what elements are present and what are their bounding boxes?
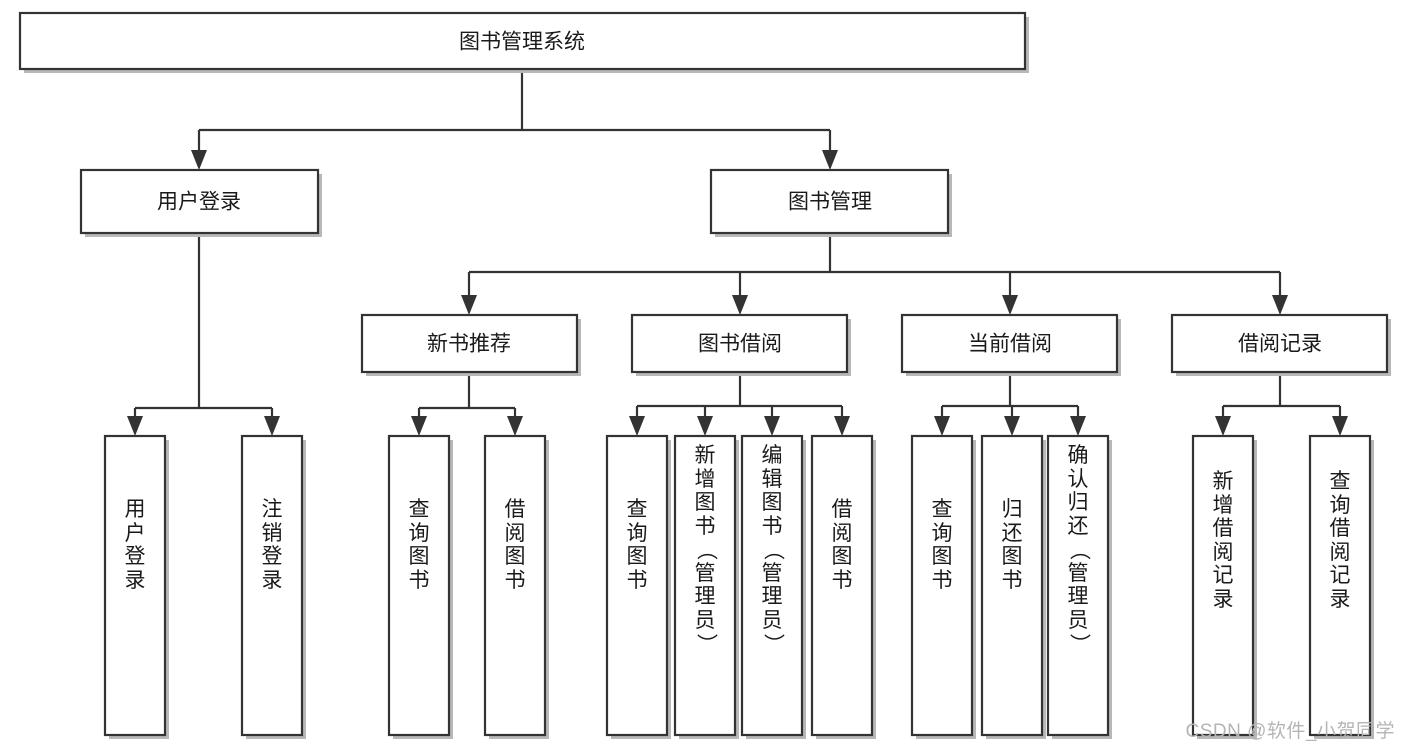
- arrowhead-rec-query: [1332, 416, 1348, 436]
- node-current-borrow[interactable]: [900, 313, 1119, 374]
- arrowhead-newbooks-query: [411, 416, 427, 436]
- connector-layer: [127, 69, 1348, 436]
- node-borrow-records-label: 借阅记录: [1238, 333, 1322, 356]
- node-book-management-label: 图书管理: [788, 191, 872, 214]
- node-leaf-logout[interactable]: [240, 434, 304, 737]
- node-leaf-current-query[interactable]: [910, 434, 974, 737]
- arrowhead-rec-add: [1215, 416, 1231, 436]
- node-leaf-bookborrow-query[interactable]: [605, 434, 669, 737]
- arrowhead-cb-query: [934, 416, 950, 436]
- node-leaf-bookborrow-edit[interactable]: [740, 434, 804, 737]
- arrowhead-book-borrow: [732, 295, 748, 315]
- arrowhead-bb-edit: [764, 416, 780, 436]
- node-user-login-label: 用户登录: [157, 191, 241, 214]
- arrowhead-cb-return: [1004, 416, 1020, 436]
- node-new-book-recommend-label: 新书推荐: [427, 333, 511, 356]
- arrowhead-cb-confirm: [1070, 416, 1086, 436]
- node-book-borrow-label: 图书借阅: [698, 333, 782, 356]
- node-leaf-bookborrow-add[interactable]: [673, 434, 737, 737]
- node-root[interactable]: [18, 11, 1027, 71]
- arrowhead-leaf-logout: [264, 416, 280, 436]
- arrowhead-bb-add: [697, 416, 713, 436]
- node-root-label: 图书管理系统: [459, 31, 585, 54]
- node-leaf-records-query[interactable]: [1308, 434, 1372, 737]
- node-leaf-bookborrow-borrow[interactable]: [810, 434, 874, 737]
- arrowhead-new-books: [461, 295, 477, 315]
- arrowhead-newbooks-borrow: [507, 416, 523, 436]
- node-leaf-user-login[interactable]: [103, 434, 167, 737]
- arrowhead-leaf-user-login: [127, 416, 143, 436]
- node-leaf-current-confirm[interactable]: [1046, 434, 1110, 737]
- node-leaf-current-return[interactable]: [980, 434, 1044, 737]
- node-book-borrow[interactable]: [630, 313, 849, 374]
- node-leaf-newbooks-borrow[interactable]: [483, 434, 547, 737]
- node-layer: 图书管理系统 用户登录 图书管理 新书推荐 图书借阅 当前借阅 借阅记录: [18, 11, 1391, 739]
- arrowhead-book-mgmt: [822, 150, 838, 170]
- node-new-book-recommend[interactable]: [360, 313, 579, 374]
- arrowhead-bb-query: [629, 416, 645, 436]
- arrowhead-bb-borrow: [834, 416, 850, 436]
- node-book-management[interactable]: [709, 168, 950, 235]
- arrowhead-borrow-records: [1272, 295, 1288, 315]
- node-borrow-records[interactable]: [1170, 313, 1389, 374]
- arrowhead-current-borrow: [1002, 295, 1018, 315]
- node-user-login[interactable]: [79, 168, 320, 235]
- arrowhead-user-login: [191, 150, 207, 170]
- node-current-borrow-label: 当前借阅: [968, 333, 1052, 356]
- node-leaf-newbooks-query[interactable]: [387, 434, 451, 737]
- node-leaf-records-add[interactable]: [1191, 434, 1255, 737]
